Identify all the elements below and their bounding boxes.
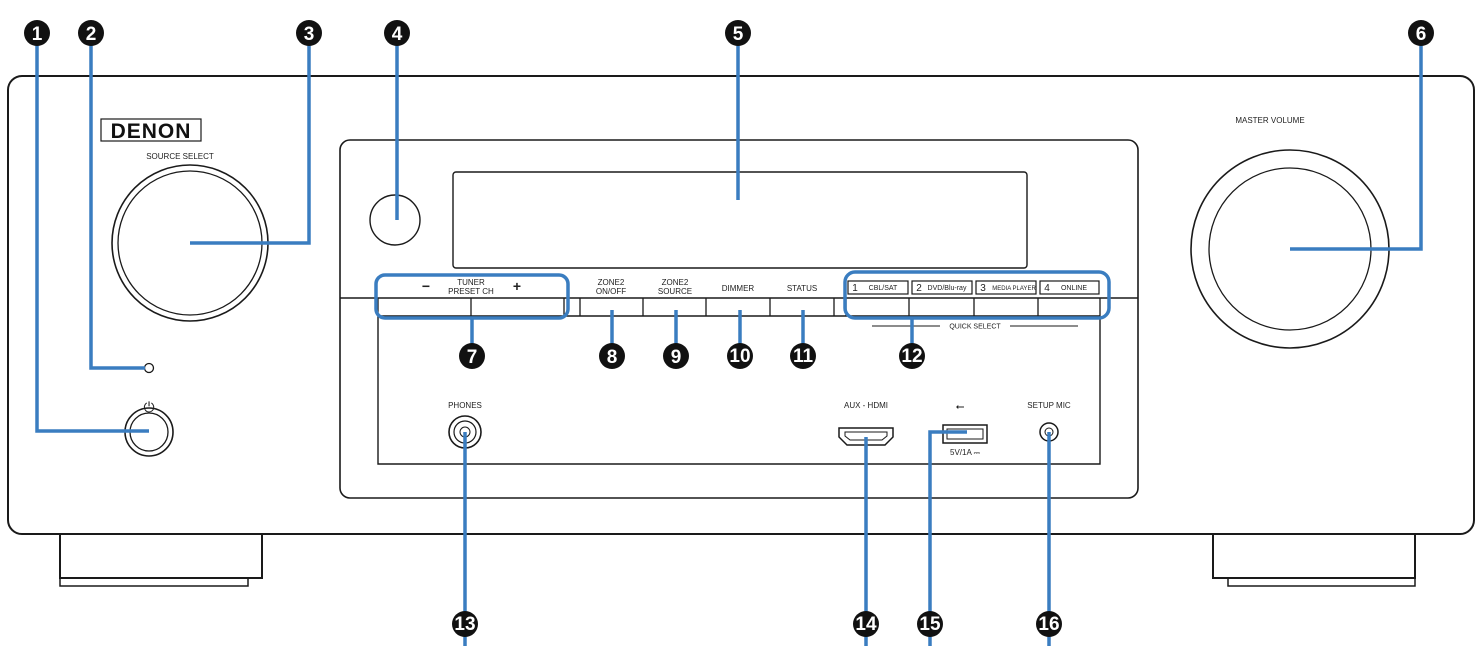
tuner-label-line1: TUNER: [457, 278, 485, 287]
svg-text:12: 12: [901, 346, 922, 367]
svg-text:11: 11: [793, 346, 814, 367]
dimmer-label: DIMMER: [722, 284, 755, 293]
brand-logo-box: [100, 118, 202, 142]
zone2-onoff-label-line1: ZONE2: [598, 278, 625, 287]
callout-12: 12: [899, 343, 925, 369]
leader-line-1: [35, 44, 149, 433]
tuner-preset-plus-button[interactable]: [472, 299, 564, 315]
display-window: [452, 171, 1028, 269]
tuner-label-line2: PRESET CH: [448, 287, 494, 296]
zone2-onoff-label-line2: ON/OFF: [596, 287, 626, 296]
callout-13: 13: [452, 611, 478, 637]
svg-text:9: 9: [671, 347, 682, 368]
svg-text:4: 4: [392, 24, 403, 45]
callout-4: 4: [384, 20, 410, 46]
callout-14: 14: [853, 611, 879, 637]
aux-hdmi-label: AUX - HDMI: [844, 401, 888, 410]
quick-select-1-button[interactable]: [847, 299, 909, 315]
callout-6: 6: [1408, 20, 1434, 46]
master-volume-label: MASTER VOLUME: [1235, 116, 1304, 125]
leader-line-15: [928, 430, 967, 651]
tuner-minus-label: −: [422, 278, 430, 294]
usb-rating-label: 5V/1A ⎓: [950, 448, 981, 457]
leader-line-2: [89, 44, 145, 370]
source-select-label: SOURCE SELECT: [146, 152, 214, 161]
remote-sensor: [369, 194, 421, 246]
callout-7: 7: [459, 343, 485, 369]
svg-text:16: 16: [1038, 614, 1059, 635]
callout-9: 9: [663, 343, 689, 369]
callout-11: 11: [790, 343, 816, 369]
quick-select-2-button[interactable]: [910, 299, 974, 315]
callout-3: 3: [296, 20, 322, 46]
quick-select-1-num: 1: [852, 283, 858, 294]
callout-2: 2: [78, 20, 104, 46]
svg-text:10: 10: [729, 346, 750, 367]
svg-text:7: 7: [467, 347, 478, 368]
power-symbol: ⏻: [143, 399, 154, 415]
tuner-preset-minus-button[interactable]: [379, 299, 471, 315]
callout-5: 5: [725, 20, 751, 46]
callout-1: 1: [24, 20, 50, 46]
svg-text:2: 2: [86, 24, 97, 45]
svg-text:15: 15: [919, 614, 941, 635]
power-indicator-led: [143, 362, 155, 374]
svg-text:1: 1: [32, 24, 43, 45]
usb-port-inner: [946, 428, 984, 440]
left-foot-base: [59, 578, 249, 587]
aux-hdmi-port[interactable]: [838, 427, 894, 446]
leader-line-3: [190, 44, 311, 245]
tuner-plus-label: +: [513, 278, 521, 294]
usb-symbol: ⭠: [956, 401, 965, 413]
callout-15: 15: [917, 611, 943, 637]
aux-hdmi-port-inner: [844, 431, 888, 441]
usb-port[interactable]: [942, 424, 988, 444]
setup-mic-label: SETUP MIC: [1027, 401, 1071, 410]
zone2-source-label-line2: SOURCE: [658, 287, 692, 296]
right-foot: [1212, 534, 1416, 579]
status-label: STATUS: [787, 284, 817, 293]
quick-select-3-name: MEDIA PLAYER: [992, 286, 1036, 292]
svg-text:6: 6: [1416, 24, 1427, 45]
quick-select-1-name: CBL/SAT: [869, 285, 898, 292]
quick-select-2-name: DVD/Blu-ray: [928, 285, 967, 292]
quick-select-label: QUICK SELECT: [949, 324, 1001, 331]
quick-select-3-num: 3: [980, 283, 986, 294]
svg-text:8: 8: [607, 347, 618, 368]
phones-label: PHONES: [448, 401, 482, 410]
quick-select-4-num: 4: [1044, 283, 1050, 294]
svg-text:3: 3: [304, 24, 315, 45]
callout-8: 8: [599, 343, 625, 369]
quick-select-4-button[interactable]: [1039, 299, 1100, 315]
right-foot-base: [1227, 578, 1416, 587]
quick-select-highlight: [843, 270, 1111, 320]
svg-text:5: 5: [733, 24, 744, 45]
quick-select-2-num: 2: [916, 283, 922, 294]
chassis-body: [7, 75, 1475, 535]
leader-line-6: [1290, 44, 1423, 251]
quick-select-3-button[interactable]: [975, 299, 1038, 315]
lower-panel-outline: [377, 316, 1101, 465]
quick-select-label-boxes: [847, 280, 1100, 295]
svg-text:14: 14: [855, 614, 877, 635]
zone2-source-label-line1: ZONE2: [662, 278, 689, 287]
callout-10: 10: [727, 343, 753, 369]
callout-16: 16: [1036, 611, 1062, 637]
left-foot: [59, 534, 263, 579]
brand-logo: DENON: [111, 120, 192, 143]
svg-text:13: 13: [454, 614, 475, 635]
quick-select-4-name: ONLINE: [1061, 285, 1087, 292]
